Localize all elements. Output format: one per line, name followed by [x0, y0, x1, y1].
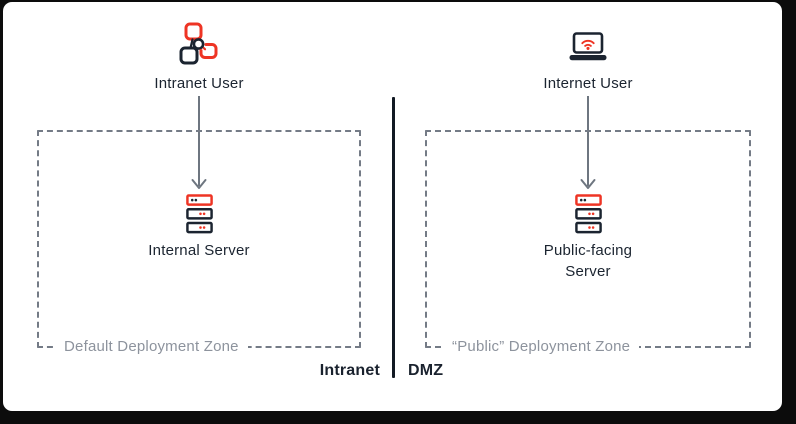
zone-divider-line: [392, 97, 395, 378]
network-nodes-icon: [179, 22, 219, 66]
dmz-network-label: DMZ: [408, 362, 444, 379]
laptop-wifi-icon: [568, 32, 608, 62]
public-deployment-zone-box: “Public” Deployment Zone: [425, 130, 751, 357]
internal-server-label: Internal Server: [148, 242, 250, 259]
server-stack-icon: [186, 194, 213, 234]
public-facing-server-label: Public-facing Server: [543, 242, 633, 280]
server-stack-icon: [575, 194, 602, 234]
default-zone-label: Default Deployment Zone: [55, 336, 248, 357]
internet-user-label: Internet User: [543, 75, 633, 92]
default-deployment-zone-box: Default Deployment Zone: [37, 130, 361, 357]
arrow-down-icon: [578, 96, 598, 192]
arrow-down-icon: [189, 96, 209, 192]
public-zone-label: “Public” Deployment Zone: [443, 336, 640, 357]
intranet-user-label: Intranet User: [154, 75, 244, 92]
intranet-network-label: Intranet: [319, 362, 380, 379]
